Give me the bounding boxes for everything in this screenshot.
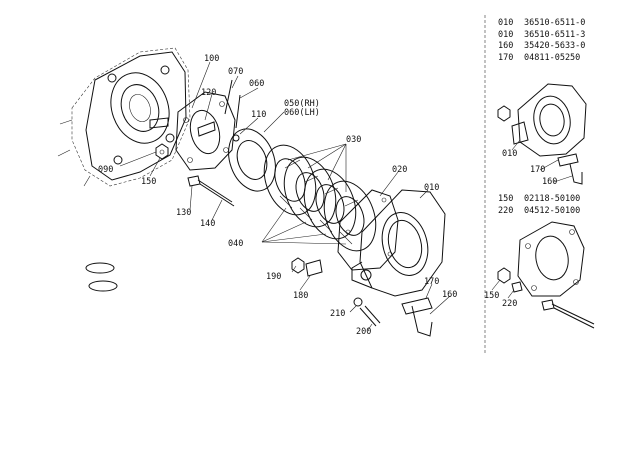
inset-callout-160: 160 — [542, 177, 557, 187]
callout-060-lh: 060(LH) — [284, 108, 320, 118]
callout-100: 100 — [204, 54, 219, 64]
part-ref: 150 — [498, 194, 514, 204]
part-number: 36510-6511-3 — [524, 29, 586, 40]
callout-200: 200 — [356, 327, 371, 337]
part-number: 36510-6511-0 — [524, 18, 586, 28]
parts-table-group1: 010 36510-6511-0 010 36510-6511-3 160 35420… — [498, 18, 628, 64]
inset-callout-150: 150 — [484, 291, 499, 301]
callout-050-rh: 050(RH) — [284, 99, 320, 109]
parts-row: 220 04512-50100 — [498, 206, 628, 218]
brake-plates — [228, 128, 377, 252]
part-ref: 010 — [498, 29, 514, 40]
inset-cover-plate — [497, 221, 595, 329]
leader-lines — [119, 61, 451, 331]
inset-leaders-1 — [511, 139, 573, 183]
pins-070-060 — [224, 79, 241, 142]
reference-stamps — [85, 262, 118, 292]
callout-150: 150 — [141, 177, 156, 187]
part-number: 04512-50100 — [524, 205, 581, 216]
inset-callout-220: 220 — [502, 299, 517, 309]
brake-case-010 — [351, 189, 446, 337]
callout-140: 140 — [200, 219, 215, 229]
part-number: 04811-05250 — [524, 52, 581, 63]
callout-040: 040 — [228, 239, 243, 249]
callout-190: 190 — [266, 272, 281, 282]
fasteners-left — [155, 143, 235, 207]
callout-110: 110 — [251, 110, 266, 120]
gasket-020 — [337, 189, 399, 271]
parts-table-group2: 150 02118-50100 220 04512-50100 — [498, 194, 628, 217]
part-ref: 010 — [498, 18, 514, 28]
callout-160: 160 — [442, 290, 457, 300]
inset-brake-case — [497, 83, 587, 185]
parts-row: 160 35420-5633-0 — [498, 41, 628, 53]
part-ref: 170 — [498, 52, 514, 63]
callout-120: 120 — [201, 88, 216, 98]
inset-leaders-2 — [491, 279, 515, 299]
callout-010: 010 — [424, 183, 439, 193]
callout-210: 210 — [330, 309, 345, 319]
callout-170: 170 — [424, 277, 439, 287]
callout-030: 030 — [346, 135, 361, 145]
transmission-housing — [57, 47, 191, 187]
part-number: 35420-5633-0 — [524, 41, 586, 51]
callout-180: 180 — [293, 291, 308, 301]
parts-row: 010 36510-6511-0 — [498, 18, 628, 30]
inset-callout-170: 170 — [530, 165, 545, 175]
callout-020: 020 — [392, 165, 407, 175]
part-ref: 220 — [498, 205, 514, 216]
parts-row: 150 02118-50100 — [498, 194, 628, 206]
part-ref: 160 — [498, 41, 514, 51]
callout-070: 070 — [228, 67, 243, 77]
parts-row: 170 04811-05250 — [498, 53, 628, 65]
callout-090: 090 — [98, 165, 113, 175]
callout-060: 060 — [249, 79, 264, 89]
fasteners-bottom — [291, 257, 381, 327]
parts-row: 010 36510-6511-3 — [498, 30, 628, 42]
inset-callout-010: 010 — [502, 149, 517, 159]
callout-130: 130 — [176, 208, 191, 218]
part-number: 02118-50100 — [524, 194, 581, 204]
gasket-plate-100 — [175, 91, 236, 171]
